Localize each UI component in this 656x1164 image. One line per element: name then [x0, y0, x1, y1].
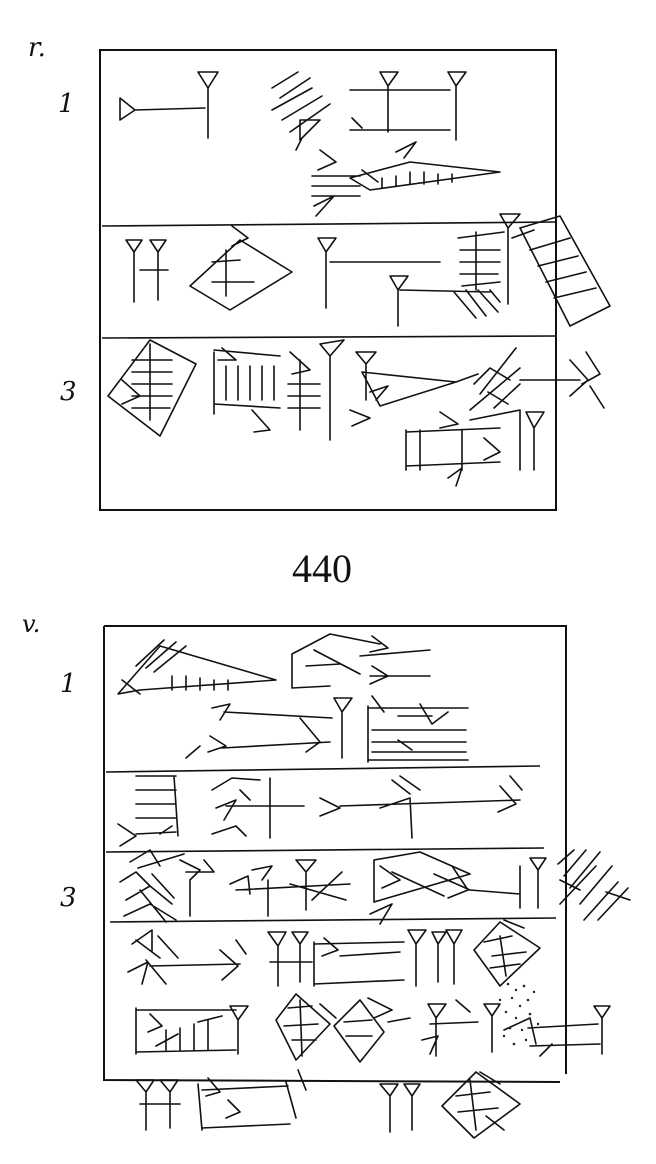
obverse-side-label: r. — [28, 33, 46, 63]
reverse-line-divider-3 — [109, 917, 557, 923]
reverse-edge-line-signs — [135, 1069, 521, 1139]
obverse-line-divider-2 — [101, 335, 557, 339]
reverse-line-divider-2 — [105, 847, 545, 853]
reverse-line-1-signs — [117, 633, 431, 695]
obverse-tablet: r. 1 3 — [28, 33, 611, 511]
obverse-line-3-signs — [107, 339, 605, 487]
reverse-side-label: v. — [22, 610, 40, 638]
reverse-line-2-signs — [185, 695, 469, 763]
obverse-line-2-signs — [125, 213, 611, 327]
reverse-line-4-signs — [127, 919, 541, 987]
reverse-frame — [103, 625, 567, 1083]
obverse-line-number-1: 1 — [58, 89, 75, 119]
reverse-line-2b-signs — [117, 775, 523, 847]
obverse-line-1-signs — [119, 71, 501, 217]
reverse-tablet: v. 1 3 — [22, 610, 631, 1139]
reverse-line-divider-1 — [105, 765, 541, 773]
obverse-line-divider-1 — [101, 221, 557, 227]
reverse-line-number-1: 1 — [60, 669, 77, 699]
obverse-frame — [99, 49, 557, 511]
reverse-line-3-signs — [119, 849, 631, 925]
damaged-area-dots — [498, 982, 540, 1046]
reverse-line-number-3: 3 — [60, 883, 77, 913]
obverse-line-number-3: 3 — [60, 377, 77, 407]
catalog-number: 440 — [292, 546, 352, 591]
reverse-line-5-signs — [135, 982, 611, 1063]
